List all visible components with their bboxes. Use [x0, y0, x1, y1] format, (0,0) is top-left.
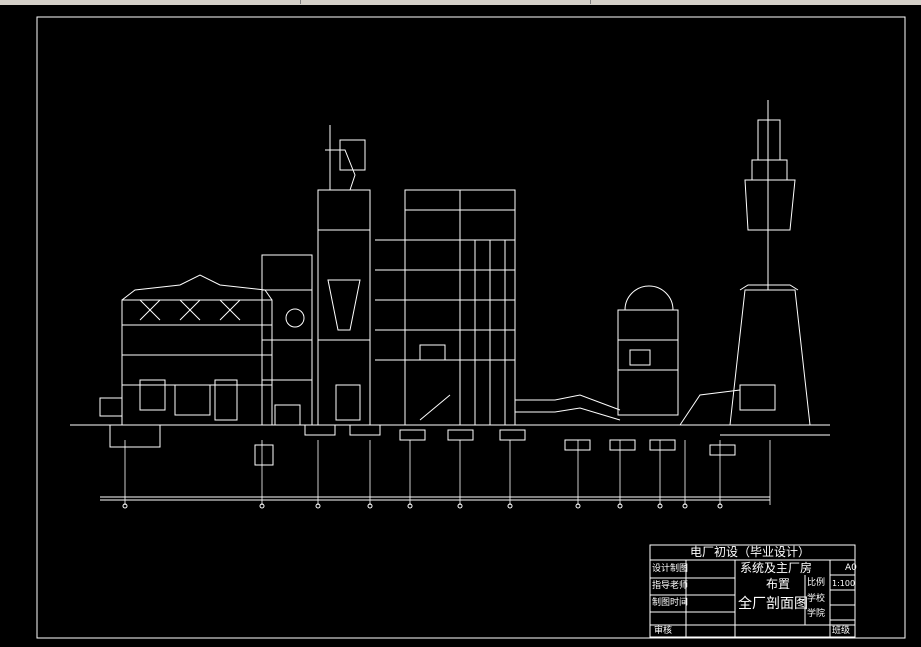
- chimney: [720, 100, 830, 436]
- coal-bunker-bay: [317, 125, 371, 426]
- project-title: 电厂初设（毕业设计）: [690, 545, 811, 559]
- scale-label: 比例: [807, 578, 826, 588]
- row-label-advisor: 指导老师: [652, 581, 689, 591]
- deaerator-bay: [261, 254, 313, 426]
- dimension-line: [124, 440, 771, 505]
- ground-line: [70, 424, 830, 501]
- sheet-size: A0: [845, 563, 857, 573]
- turbine-hall: [99, 274, 274, 466]
- subject-line-2: 布置: [766, 577, 791, 591]
- boiler-house: [375, 189, 516, 426]
- flue-duct: [515, 394, 621, 421]
- school-label: 学校: [807, 594, 826, 604]
- toolbar-segment: [0, 0, 301, 4]
- row-label-review: 审核: [654, 626, 673, 636]
- subject-line-1: 系统及主厂房: [740, 561, 813, 575]
- foundation-pier: [304, 424, 736, 456]
- precipitator: [617, 285, 741, 426]
- class-label: 班级: [832, 626, 851, 636]
- drawing-title: 全厂剖面图: [738, 596, 808, 612]
- title-block-frame: [649, 544, 856, 638]
- scale-value: 1:100: [832, 579, 856, 588]
- department-label: 学院: [807, 609, 826, 619]
- drawing-border: [36, 16, 906, 639]
- axis-marker: [122, 503, 723, 509]
- title-block: 电厂初设（毕业设计） A0 设计制图 指导老师 制图时间 审核 系统及主厂房 布…: [650, 545, 857, 637]
- toolbar-segment: [300, 0, 591, 4]
- row-label-designer: 设计制图: [652, 564, 689, 574]
- window-top-strip: [0, 0, 921, 5]
- row-label-date: 制图时间: [652, 598, 689, 608]
